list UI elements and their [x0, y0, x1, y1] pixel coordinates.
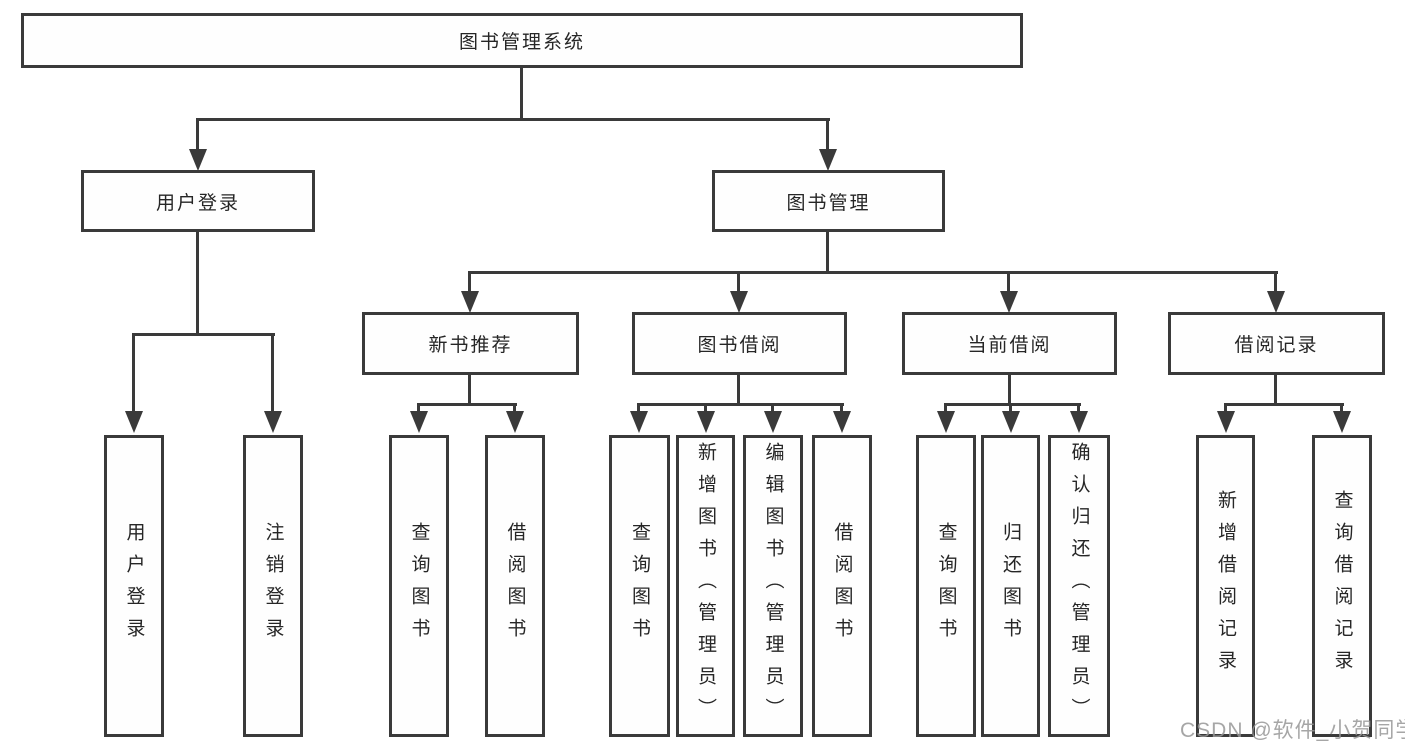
arrow-down-icon — [264, 411, 282, 433]
leaf-bb-edit-books-admin: 编辑图书（管理员） — [743, 435, 803, 737]
connector-book-borrow-stem — [737, 375, 740, 406]
connector-drop-current-borrow — [1007, 274, 1010, 291]
node-borrow-records: 借阅记录 — [1168, 312, 1385, 375]
connector-new-book-stem — [468, 375, 471, 406]
connector-drop — [513, 406, 516, 411]
node-new-book-recommend: 新书推荐 — [362, 312, 579, 375]
connector-drop — [1224, 406, 1227, 411]
arrow-down-icon — [1070, 411, 1088, 433]
node-label: 当前借阅 — [967, 335, 1052, 356]
node-label: 用户登录 — [155, 192, 240, 214]
connector-drop — [704, 406, 707, 411]
leaf-bb-borrow-books: 借阅图书 — [812, 435, 872, 737]
connector-user-login-stem — [196, 232, 199, 336]
connector-drop — [1077, 406, 1080, 411]
connector-borrow-records-bar — [1224, 403, 1344, 406]
leaf-cb-return-books: 归还图书 — [981, 435, 1040, 737]
connector-drop — [1340, 406, 1343, 411]
arrow-down-icon — [1000, 291, 1018, 313]
leaf-label: 归还图书 — [1000, 522, 1021, 650]
connector-new-book-bar — [417, 403, 517, 406]
connector-root-bar — [196, 118, 830, 121]
connector-current-borrow-stem — [1008, 375, 1011, 406]
leaf-label: 新增借阅记录 — [1215, 490, 1236, 682]
connector-drop — [840, 406, 843, 411]
leaf-label: 用户登录 — [123, 522, 145, 650]
leaf-nbr-borrow-books: 借阅图书 — [485, 435, 545, 737]
csdn-watermark: CSDN @软件_小贺同学 — [1180, 719, 1405, 742]
arrow-down-icon — [1333, 411, 1351, 433]
leaf-br-query-borrow-record: 查询借阅记录 — [1312, 435, 1372, 737]
node-label: 图书管理系统 — [458, 32, 585, 53]
node-current-borrow: 当前借阅 — [902, 312, 1117, 375]
connector-book-borrow-bar — [637, 403, 844, 406]
leaf-label: 查询图书 — [408, 522, 430, 650]
leaf-label: 借阅图书 — [504, 522, 526, 650]
leaf-label: 确认归还（管理员） — [1068, 442, 1090, 730]
connector-drop-leaf-user-login — [132, 336, 135, 411]
leaf-user-login: 用户登录 — [104, 435, 164, 737]
arrow-down-icon — [833, 411, 851, 433]
node-label: 图书借阅 — [697, 335, 782, 356]
leaf-label: 编辑图书（管理员） — [762, 442, 784, 730]
arrow-down-icon — [937, 411, 955, 433]
connector-drop-user-login — [196, 121, 199, 149]
node-label: 新书推荐 — [428, 335, 513, 356]
arrow-down-icon — [730, 291, 748, 313]
arrow-down-icon — [125, 411, 143, 433]
connector-current-borrow-bar — [944, 403, 1081, 406]
leaf-bb-add-books-admin: 新增图书（管理员） — [676, 435, 735, 737]
arrow-down-icon — [1217, 411, 1235, 433]
node-user-login: 用户登录 — [81, 170, 315, 232]
connector-drop-new-book — [468, 274, 471, 291]
connector-user-login-bar — [132, 333, 275, 336]
arrow-down-icon — [189, 149, 207, 171]
node-library-management-system: 图书管理系统 — [21, 13, 1023, 68]
leaf-label: 查询图书 — [629, 522, 650, 650]
node-book-management: 图书管理 — [712, 170, 945, 232]
leaf-br-add-borrow-record: 新增借阅记录 — [1196, 435, 1255, 737]
connector-drop-book-borrow — [737, 274, 740, 291]
arrow-down-icon — [697, 411, 715, 433]
connector-drop — [771, 406, 774, 411]
leaf-bb-query-books: 查询图书 — [609, 435, 670, 737]
connector-borrow-records-stem — [1274, 375, 1277, 406]
connector-drop-book-management — [826, 121, 829, 149]
leaf-cb-confirm-return-admin: 确认归还（管理员） — [1048, 435, 1110, 737]
arrow-down-icon — [506, 411, 524, 433]
node-book-borrow: 图书借阅 — [632, 312, 847, 375]
leaf-label: 查询借阅记录 — [1331, 490, 1353, 682]
connector-drop — [637, 406, 640, 411]
leaf-nbr-query-books: 查询图书 — [389, 435, 449, 737]
connector-drop-leaf-logout — [271, 336, 274, 411]
connector-drop — [417, 406, 420, 411]
node-label: 图书管理 — [786, 192, 871, 214]
arrow-down-icon — [630, 411, 648, 433]
leaf-cb-query-books: 查询图书 — [916, 435, 976, 737]
leaf-label: 注销登录 — [262, 522, 284, 650]
arrow-down-icon — [764, 411, 782, 433]
leaf-logout-login: 注销登录 — [243, 435, 303, 737]
leaf-label: 查询图书 — [935, 522, 957, 650]
connector-book-management-bar — [468, 271, 1278, 274]
arrow-down-icon — [461, 291, 479, 313]
connector-root-stem — [520, 68, 523, 121]
leaf-label: 新增图书（管理员） — [695, 442, 716, 730]
connector-drop — [1009, 406, 1012, 411]
connector-drop-borrow-records — [1274, 274, 1277, 291]
node-label: 借阅记录 — [1234, 335, 1319, 356]
connector-book-management-stem — [826, 232, 829, 274]
arrow-down-icon — [410, 411, 428, 433]
connector-drop — [944, 406, 947, 411]
arrow-down-icon — [819, 149, 837, 171]
arrow-down-icon — [1002, 411, 1020, 433]
leaf-label: 借阅图书 — [831, 522, 853, 650]
arrow-down-icon — [1267, 291, 1285, 313]
